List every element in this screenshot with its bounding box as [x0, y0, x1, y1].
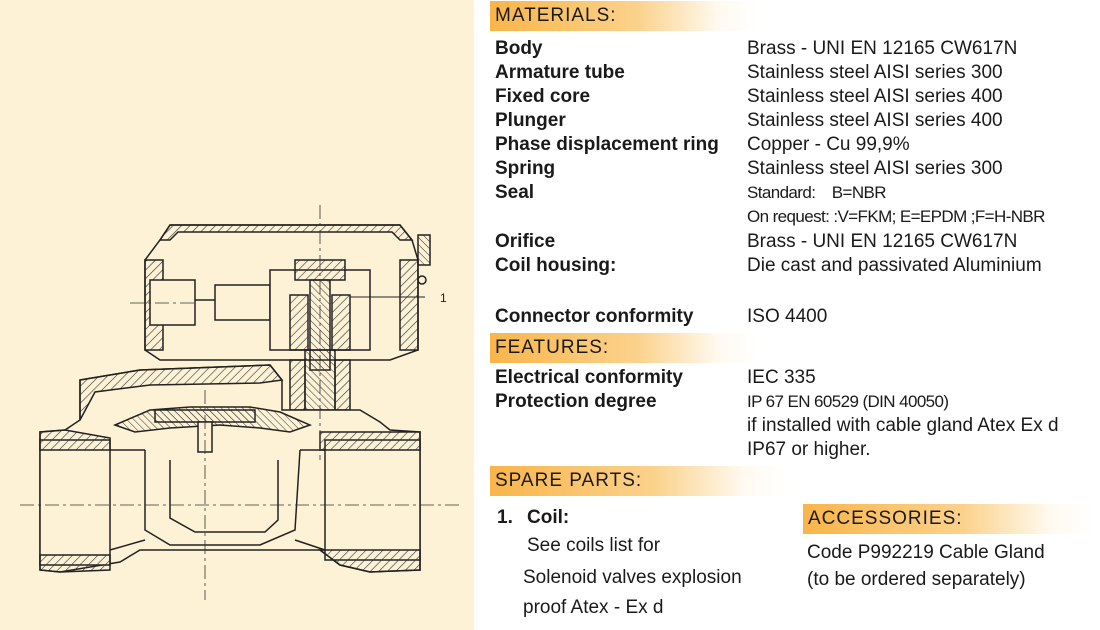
spare-item-line: Solenoid valves explosion: [523, 567, 742, 588]
material-label: Body: [495, 38, 543, 59]
feature-row: IP67 or higher.: [495, 438, 1095, 462]
accessories-line: (to be ordered separately): [807, 569, 1026, 590]
spare-item-number: 1.: [497, 507, 513, 528]
feature-label: Electrical conformity: [495, 367, 683, 388]
material-label: Spring: [495, 158, 556, 179]
material-row: Phase displacement ring Copper - Cu 99,9…: [495, 133, 1095, 157]
material-row: Armature tube Stainless steel AISI serie…: [495, 61, 1095, 85]
feature-extra: if installed with cable gland Atex Ex d: [747, 415, 1059, 436]
material-value: Stainless steel AISI series 300: [747, 62, 1003, 83]
feature-extra: IP67 or higher.: [747, 439, 871, 460]
material-label: Orifice: [495, 231, 556, 252]
material-row: Orifice Brass - UNI EN 12165 CW617N: [495, 230, 1095, 254]
materials-header: MATERIALS:: [490, 1, 760, 31]
feature-value: IEC 335: [747, 367, 816, 388]
feature-row: Protection degree IP 67 EN 60529 (DIN 40…: [495, 390, 1095, 414]
material-row: Spring Stainless steel AISI series 300: [495, 157, 1095, 181]
spare-item-line: See coils list for: [527, 535, 661, 556]
drawing-panel: 1: [0, 0, 474, 630]
material-value: Stainless steel AISI series 400: [747, 86, 1003, 107]
material-value: Standard: B=NBR: [747, 183, 887, 202]
feature-row: Electrical conformity IEC 335: [495, 366, 1095, 390]
features-header: FEATURES:: [490, 333, 760, 363]
material-row: Body Brass - UNI EN 12165 CW617N: [495, 37, 1095, 61]
spare-parts-header: SPARE PARTS:: [490, 466, 790, 496]
feature-row: if installed with cable gland Atex Ex d: [495, 414, 1095, 438]
material-value: Brass - UNI EN 12165 CW617N: [747, 38, 1018, 59]
callout-number: 1: [440, 291, 447, 305]
spare-item-title: Coil:: [527, 507, 570, 528]
connector-value: ISO 4400: [747, 306, 828, 327]
material-label: Seal: [495, 182, 535, 203]
material-value: Stainless steel AISI series 300: [747, 158, 1003, 179]
spare-item-line: proof Atex - Ex d: [523, 597, 664, 618]
material-value: Die cast and passivated Aluminium: [747, 255, 1042, 276]
feature-label: Protection degree: [495, 391, 657, 412]
material-label: Fixed core: [495, 86, 591, 107]
material-row: Seal Standard: B=NBR: [495, 181, 1095, 205]
accessories-line: Code P992219 Cable Gland: [807, 542, 1045, 563]
material-row: Coil housing: Die cast and passivated Al…: [495, 254, 1095, 278]
material-label: Coil housing:: [495, 255, 617, 276]
material-label: Plunger: [495, 110, 566, 131]
material-row: On request: :V=FKM; E=EPDM ;F=H-NBR: [495, 205, 1095, 229]
material-value: Brass - UNI EN 12165 CW617N: [747, 231, 1018, 252]
material-label: Phase displacement ring: [495, 134, 719, 155]
material-value: Copper - Cu 99,9%: [747, 134, 910, 155]
material-row: Plunger Stainless steel AISI series 400: [495, 109, 1095, 133]
material-label: Armature tube: [495, 62, 625, 83]
valve-cross-section-drawing: 1: [20, 205, 460, 600]
connector-label: Connector conformity: [495, 306, 694, 327]
feature-value: IP 67 EN 60529 (DIN 40050): [747, 392, 949, 411]
connector-row: Connector conformity ISO 4400: [495, 305, 1095, 329]
seal-on-request: On request: :V=FKM; E=EPDM ;F=H-NBR: [747, 207, 1045, 226]
material-row: Fixed core Stainless steel AISI series 4…: [495, 85, 1095, 109]
accessories-header: ACCESSORIES:: [803, 504, 1095, 534]
material-value: Stainless steel AISI series 400: [747, 110, 1003, 131]
